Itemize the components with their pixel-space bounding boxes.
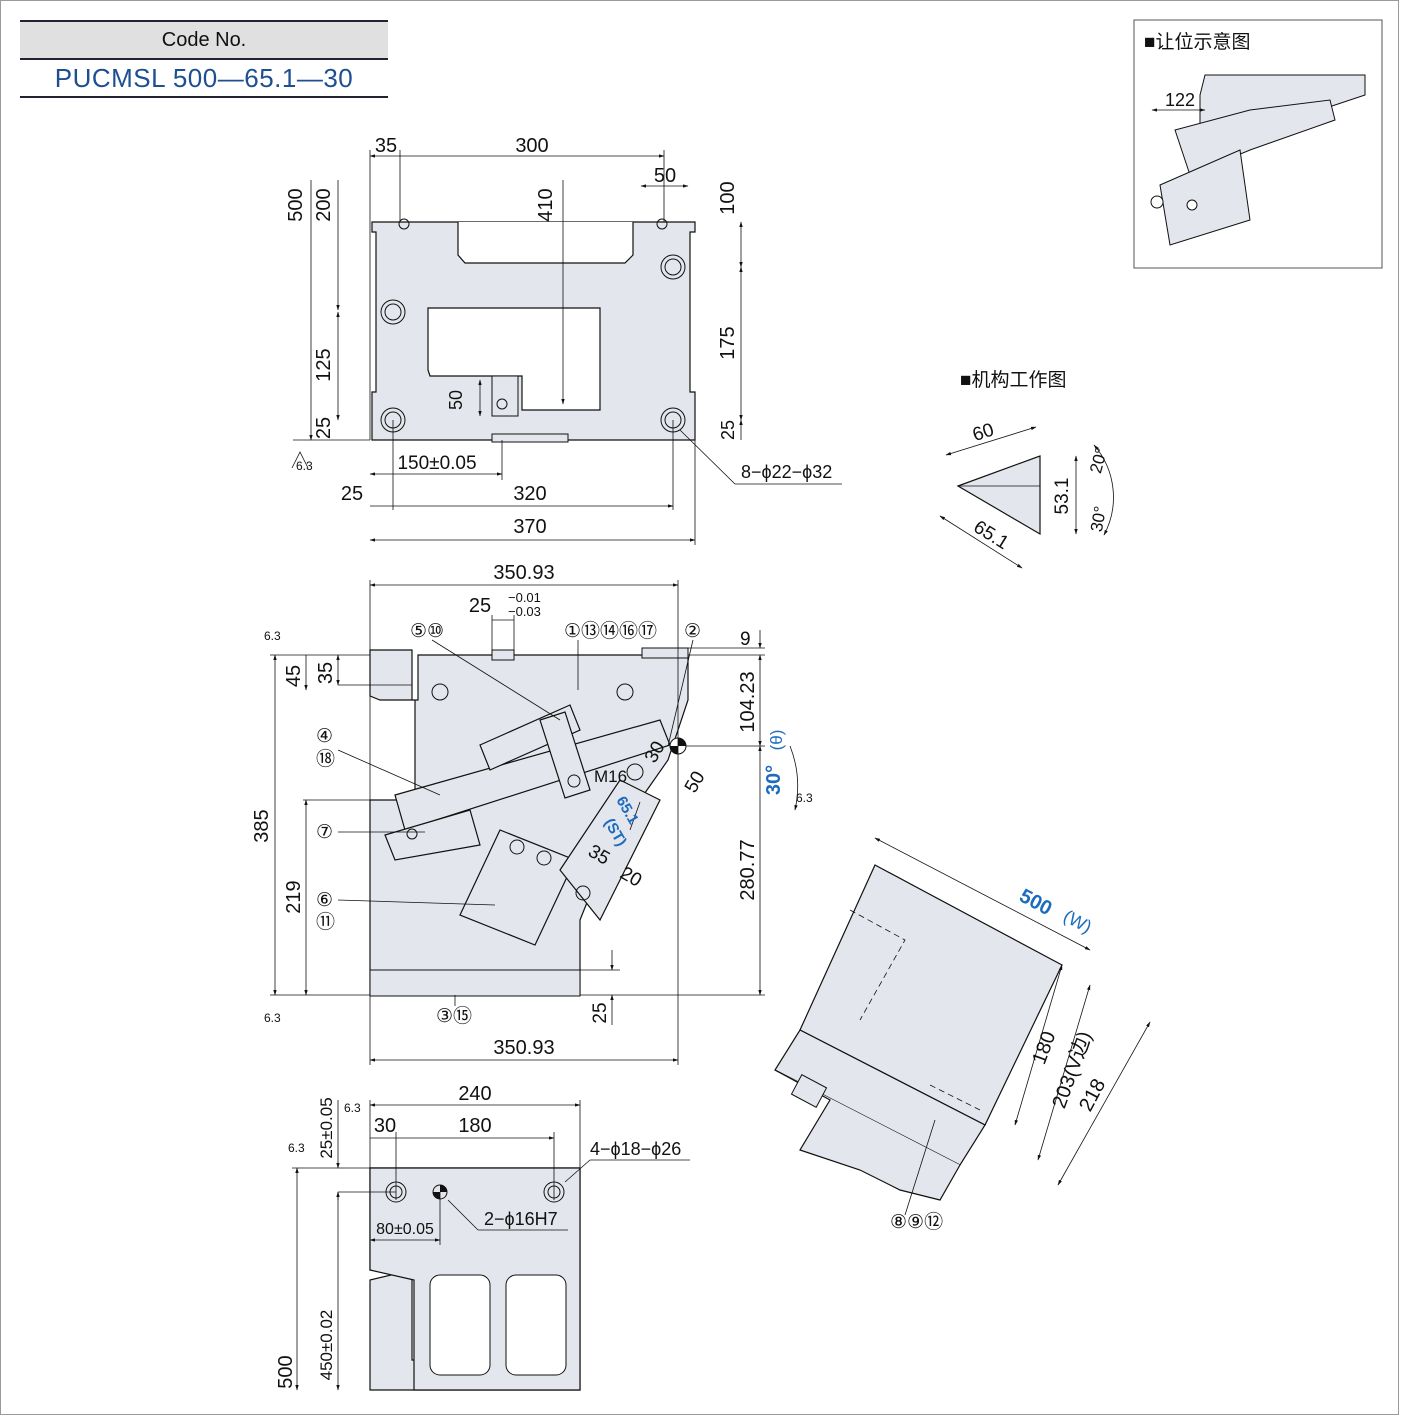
- clearance-inset: ■让位示意图 122: [1133, 19, 1383, 269]
- mechanism-dim-60: 60: [970, 420, 997, 447]
- top-rough-mark: [291, 451, 309, 469]
- top-dim-50: 50: [654, 165, 676, 187]
- side-dim-lines: [874, 837, 1151, 1216]
- top-dim-35: 35: [375, 135, 397, 157]
- top-dim-50v: 50: [446, 390, 466, 410]
- callout-1-13-14-16-17: ①⑬⑭⑯⑰: [564, 620, 657, 642]
- top-dim-25a: 25: [313, 417, 335, 439]
- bottom-dim-240: 240: [458, 1083, 491, 1105]
- front-view: 350.93 25 −0.01 −0.03 9 104.23 280.77 38…: [251, 562, 813, 1065]
- top-dim-320: 320: [513, 483, 546, 505]
- top-dim-25b: 25: [718, 420, 738, 440]
- top-plate-window: [427, 307, 601, 411]
- top-dim-25c: 25: [341, 483, 363, 505]
- code-label: Code No.: [20, 20, 388, 60]
- front-dim-385: 385: [251, 809, 273, 842]
- front-tol-upper: −0.01: [508, 590, 541, 605]
- front-label-m16: M16: [594, 767, 627, 786]
- callout-11: ⑪: [316, 911, 335, 933]
- front-roughness-top: 6.3: [264, 629, 281, 643]
- mechanism-diagram: ■机构工作图 60 65.1 53.1 20° 30°: [939, 369, 1114, 569]
- callout-4: ④: [316, 726, 333, 747]
- bottom-dim-lines: [292, 1100, 690, 1391]
- mechanism-angle-30: 30°: [1087, 505, 1110, 534]
- top-holes-note: 8−ϕ22−ϕ32: [741, 462, 832, 482]
- bottom-roughness-a: 6.3: [344, 1101, 361, 1115]
- front-angle-theta: (θ): [767, 730, 786, 751]
- bottom-dim-500: 500: [275, 1355, 297, 1388]
- bottom-view: 240 30 180 25±0.05 80±0.05 500 450±0.02 …: [275, 1083, 690, 1391]
- top-plate-lip: [491, 433, 569, 443]
- top-dim-125: 125: [313, 348, 335, 381]
- side-dim-180: 180: [1028, 1029, 1060, 1068]
- bottom-dim-180: 180: [458, 1115, 491, 1137]
- bottom-pin-note: 2−ϕ16H7: [484, 1209, 558, 1229]
- callout-5-10: ⑤⑩: [410, 621, 444, 642]
- front-roughness-angle: 6.3: [796, 791, 813, 805]
- top-dim-200: 200: [313, 188, 335, 221]
- mechanism-dim-531: 53.1: [1052, 478, 1073, 515]
- top-dim-100: 100: [717, 181, 739, 214]
- front-dim-35093-bottom: 350.93: [493, 1037, 554, 1059]
- front-dim-219: 219: [283, 880, 305, 913]
- bottom-dim-30: 30: [374, 1115, 396, 1137]
- callout-18: ⑱: [316, 748, 335, 770]
- callout-8-9-12: ⑧⑨⑫: [890, 1211, 943, 1233]
- top-roughness: 6.3: [296, 459, 313, 473]
- mechanism-angle-20: 20°: [1086, 446, 1111, 476]
- clearance-dim-122: 122: [1165, 90, 1195, 110]
- bottom-holes-note: 4−ϕ18−ϕ26: [590, 1139, 681, 1159]
- front-dim-35: 35: [315, 662, 337, 684]
- front-dim-35093-top: 350.93: [493, 562, 554, 584]
- callout-2: ②: [684, 621, 701, 642]
- front-roughness-bottom: 6.3: [264, 1011, 281, 1025]
- top-view: 35 300 50 410 500 200 100 125 175 25 25 …: [285, 135, 842, 545]
- code-value: PUCMSL 500—65.1—30: [20, 60, 388, 98]
- bottom-dim-80: 80±0.05: [376, 1221, 434, 1238]
- top-plate-notch: [457, 222, 634, 264]
- top-dim-175: 175: [717, 326, 739, 359]
- front-dim-28077: 280.77: [737, 839, 759, 900]
- front-dim-50: 50: [681, 768, 710, 797]
- front-holes: [406, 683, 644, 901]
- bottom-dim-25: 25±0.05: [317, 1097, 336, 1158]
- mechanism-title: ■机构工作图: [960, 369, 1066, 391]
- front-tol-lower: −0.03: [508, 604, 541, 619]
- bottom-dim-450: 450±0.02: [317, 1310, 336, 1381]
- clearance-title: ■让位示意图: [1144, 31, 1250, 53]
- code-number-box: Code No. PUCMSL 500—65.1—30: [20, 20, 388, 98]
- front-angle-30: 30°: [763, 765, 785, 795]
- front-dim-45: 45: [283, 665, 305, 687]
- front-dim-25-bottom: 25: [590, 1002, 611, 1023]
- top-dim-500: 500: [285, 188, 307, 221]
- front-dim-25: 25: [469, 595, 491, 617]
- top-dim-410: 410: [535, 188, 557, 221]
- side-dim-w: (W): [1060, 906, 1095, 937]
- front-dim-lines: [270, 580, 799, 1065]
- front-dim-9: 9: [740, 629, 751, 650]
- callout-3-15: ③⑮: [436, 1005, 472, 1027]
- side-dim-218: 218: [1075, 1075, 1110, 1115]
- callout-6: ⑥: [316, 890, 333, 911]
- top-dim-300: 300: [515, 135, 548, 157]
- front-dim-10423: 104.23: [737, 671, 759, 732]
- top-dim-150: 150±0.05: [397, 453, 476, 474]
- top-dim-370: 370: [513, 516, 546, 538]
- top-plate-block: [491, 375, 519, 417]
- side-view: 500 (W) 180 203(V边) 218 ⑧⑨⑫: [774, 837, 1151, 1233]
- top-dim-lines: [293, 150, 842, 545]
- bottom-roughness-b: 6.3: [288, 1141, 305, 1155]
- callout-7: ⑦: [316, 822, 333, 843]
- top-plate-holes: [380, 218, 686, 433]
